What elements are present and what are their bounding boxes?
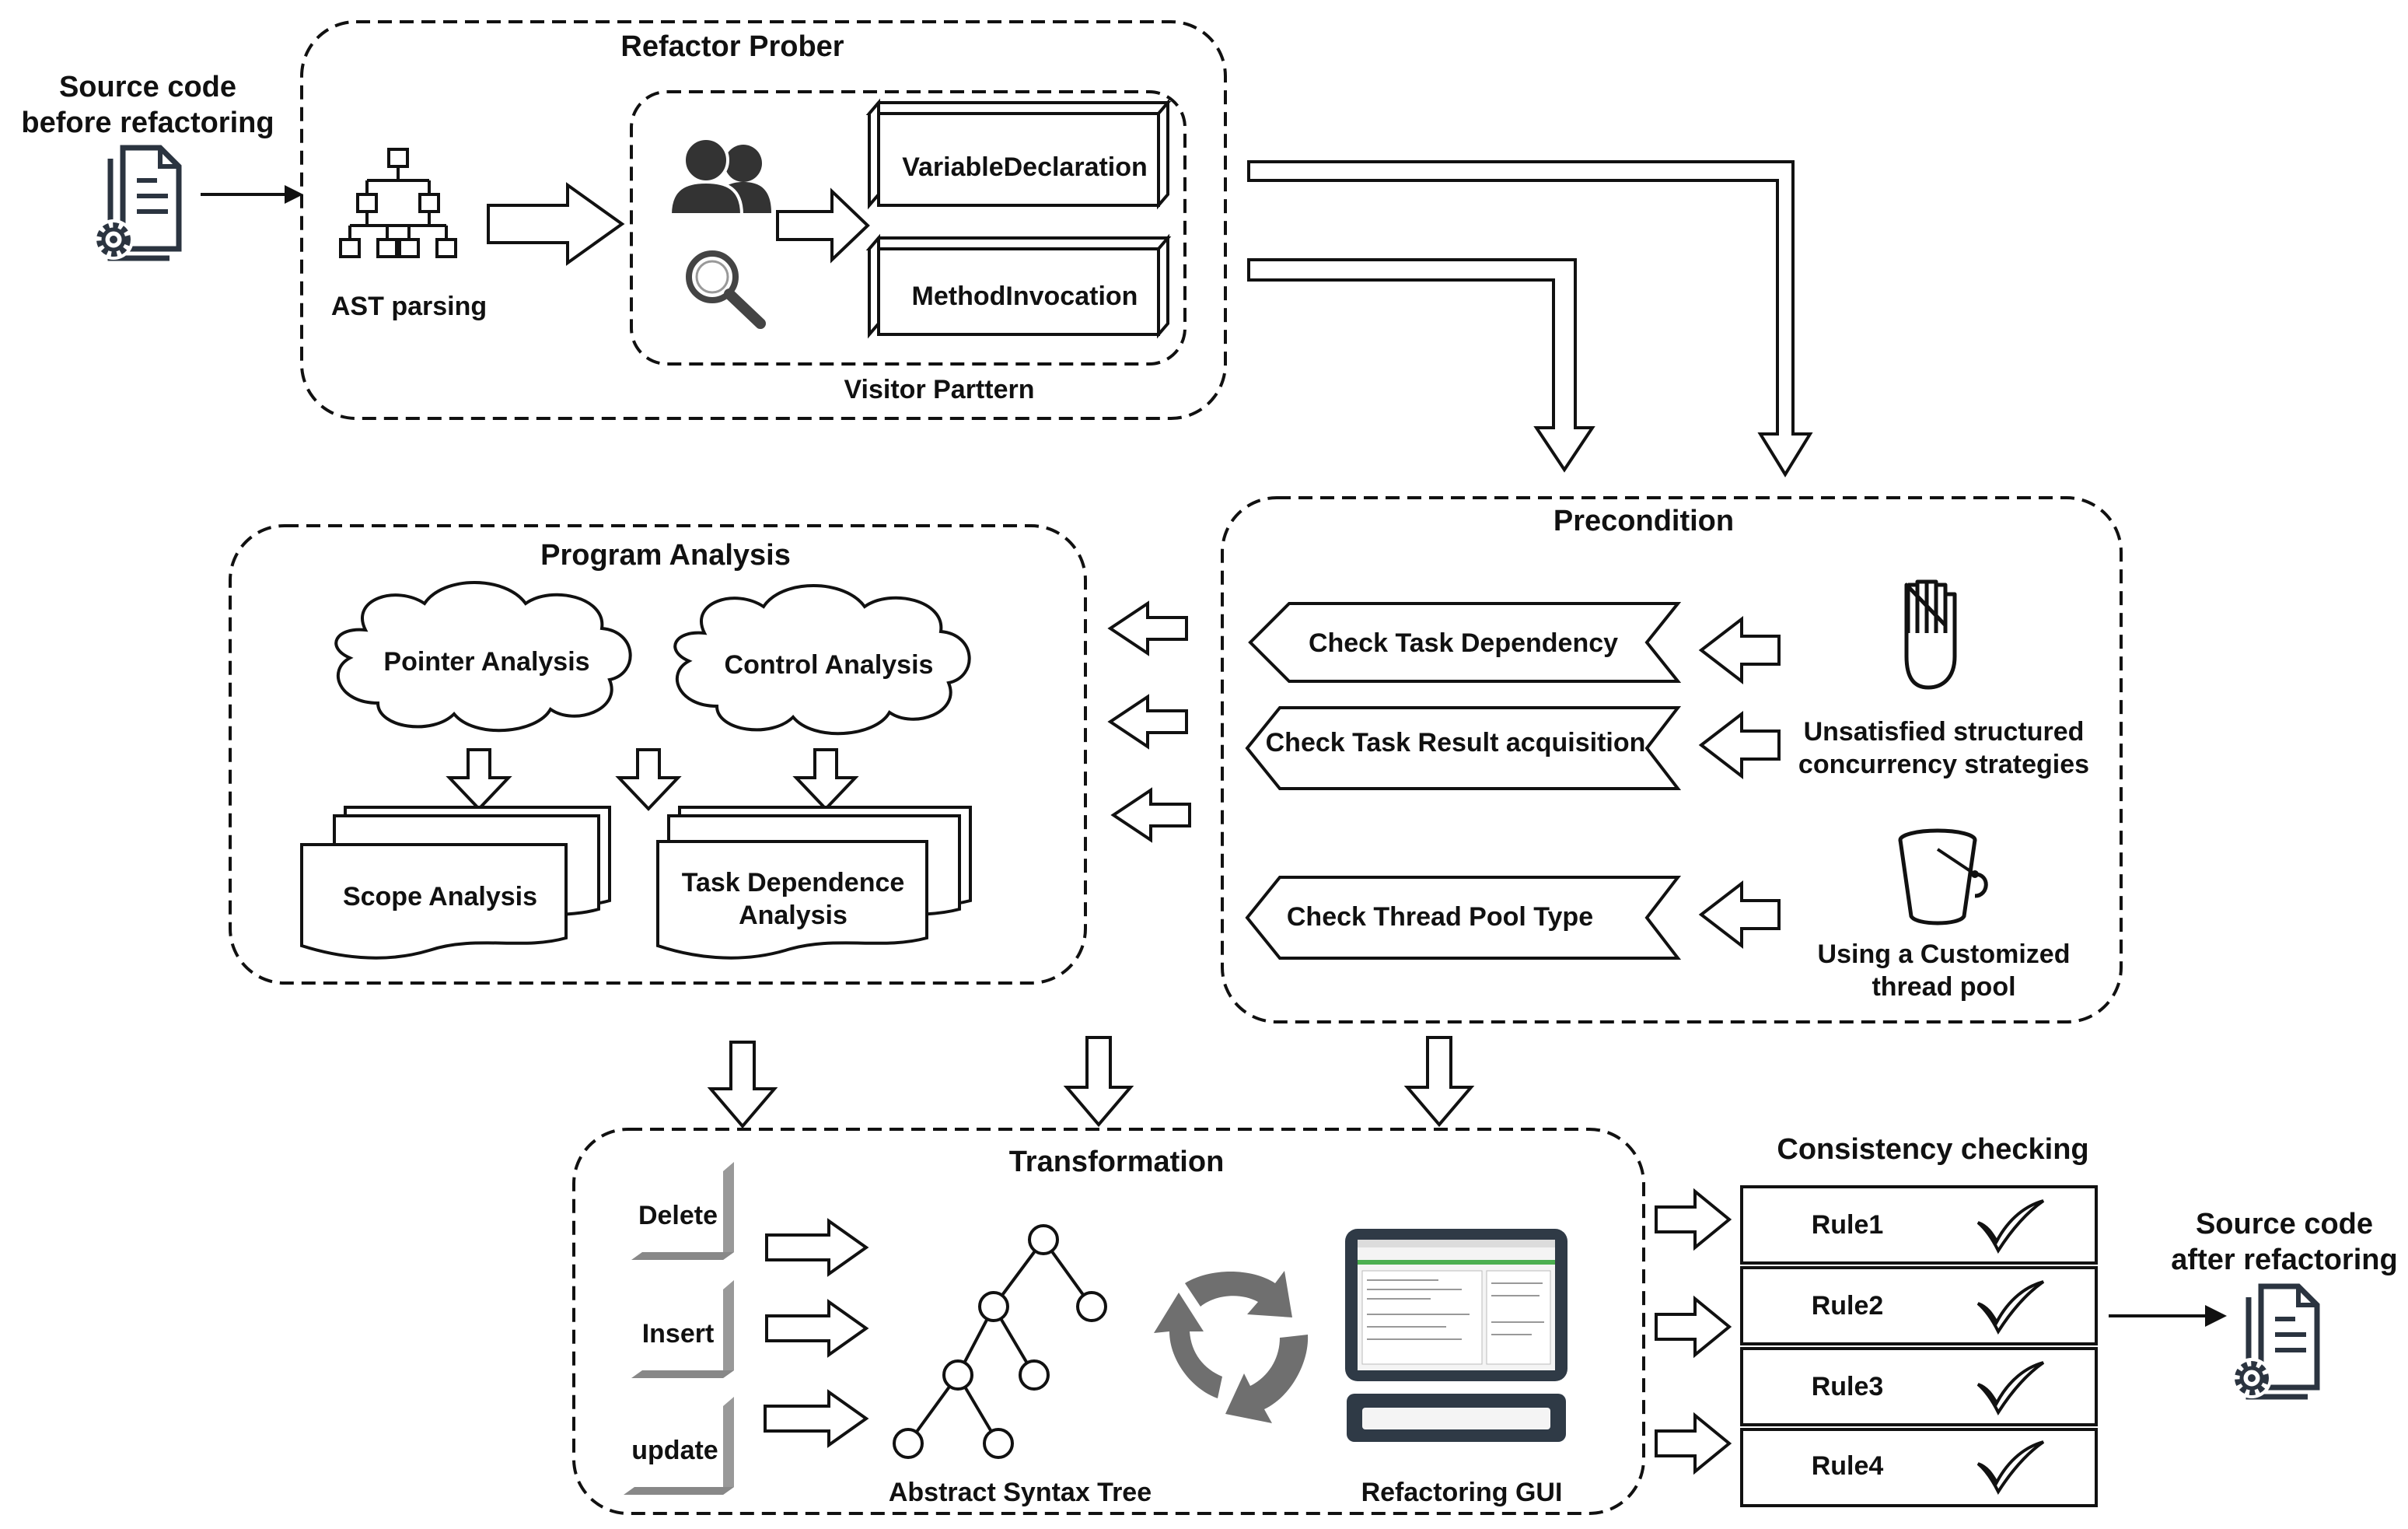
- bent-hollow-arrow: [1247, 258, 1595, 473]
- rule-label: Rule4: [1812, 1451, 1884, 1481]
- program-analysis-section: Program Analysis Pointer Analysis Contro…: [229, 524, 1087, 985]
- rule-label: Rule3: [1812, 1372, 1884, 1401]
- hollow-arrow-left: [1698, 615, 1781, 685]
- transformation-box: [572, 1128, 1645, 1515]
- hollow-arrow-down: [1063, 1036, 1134, 1128]
- op-block-delete: Delete: [631, 1162, 734, 1260]
- node-box-method-invocation: MethodInvocation: [865, 233, 1172, 339]
- hollow-arrow-down: [446, 748, 512, 811]
- ast-tree-label: Abstract Syntax Tree: [889, 1478, 1152, 1507]
- hollow-arrow-down: [792, 748, 859, 811]
- strategy-label-line1: Unsatisfied structured: [1804, 717, 2085, 747]
- hollow-arrow-down: [615, 748, 682, 811]
- hollow-arrow-down: [1403, 1036, 1475, 1128]
- op-label: Delete: [638, 1201, 718, 1230]
- task-dependence-line2: Analysis: [739, 901, 848, 930]
- hollow-arrow-left: [1698, 880, 1781, 950]
- ast-parsing-label: AST parsing: [331, 292, 487, 321]
- precondition-title: Precondition: [1553, 505, 1734, 537]
- transformation-section: Transformation Delete Insert update: [572, 1128, 1645, 1515]
- recycle-arrows-icon: [1154, 1271, 1309, 1423]
- refactor-prober-title: Refactor Prober: [620, 30, 844, 63]
- check-banner: Check Task Result acquisition: [1245, 706, 1682, 790]
- hollow-arrow: [1655, 1188, 1732, 1251]
- check-label: Check Task Dependency: [1309, 628, 1618, 658]
- check-label: Check Task Result acquisition: [1266, 728, 1646, 758]
- rule-label: Rule1: [1812, 1210, 1884, 1240]
- rule-label: Rule2: [1812, 1291, 1884, 1321]
- node-type-label: MethodInvocation: [912, 282, 1138, 311]
- big-hollow-arrow: [487, 182, 625, 266]
- transformation-title: Transformation: [1009, 1146, 1225, 1178]
- cloud-shape: Pointer Analysis: [334, 581, 632, 733]
- hollow-arrow: [776, 187, 870, 264]
- source-after: Source code after refactoring: [2171, 1208, 2398, 1398]
- strategy-label-line1: Using a Customized: [1818, 939, 2071, 969]
- rule-row: Rule2: [1740, 1266, 2098, 1345]
- op-block-update: update: [624, 1397, 734, 1495]
- precondition-section: Precondition Check Task Dependency Check…: [1221, 496, 2123, 1023]
- hollow-arrow: [765, 1218, 869, 1277]
- refactor-prober-box: [300, 20, 1227, 420]
- node-box-variable-declaration: VariableDeclaration: [865, 98, 1172, 210]
- hollow-arrow-left: [1110, 787, 1191, 843]
- cloud-shape: Control Analysis: [673, 584, 971, 736]
- hollow-arrow: [1655, 1412, 1732, 1475]
- hollow-arrow: [1655, 1295, 1732, 1359]
- bent-hollow-arrow: [1247, 160, 1813, 478]
- check-label: Check Thread Pool Type: [1287, 902, 1593, 932]
- arrow-head: [2205, 1305, 2227, 1327]
- source-before-line1: Source code: [59, 71, 236, 103]
- cloud-label: Control Analysis: [725, 650, 934, 680]
- computer-gui-icon: [1345, 1229, 1567, 1442]
- op-block-insert: Insert: [631, 1280, 734, 1378]
- program-analysis-box: [229, 524, 1087, 985]
- gui-label: Refactoring GUI: [1361, 1478, 1563, 1507]
- rule-row: Rule4: [1740, 1428, 2098, 1507]
- multi-document-shape: Scope Analysis: [300, 806, 611, 960]
- strategy-label-line2: thread pool: [1872, 972, 2015, 1002]
- op-label: update: [631, 1436, 718, 1465]
- hollow-arrow: [764, 1389, 869, 1448]
- multi-document-shape: Task Dependence Analysis: [656, 806, 972, 960]
- precondition-box: [1221, 496, 2123, 1023]
- hollow-arrow: [765, 1299, 869, 1358]
- tree-icon: [893, 1224, 1107, 1459]
- consistency-section: Consistency checking Rule1 Rule2 Rule3 R…: [1655, 1133, 2098, 1507]
- hand-stop-icon: [1904, 579, 1957, 690]
- visitor-pattern-label: Visitor Parttern: [844, 375, 1034, 404]
- magnifier-icon: [686, 250, 766, 329]
- consistency-title: Consistency checking: [1777, 1133, 2088, 1166]
- users-icon: [668, 137, 771, 216]
- rule-row: Rule3: [1740, 1347, 2098, 1426]
- strategy-label-line2: concurrency strategies: [1798, 750, 2089, 779]
- hollow-arrow-left: [1107, 600, 1188, 656]
- check-banner: Check Thread Pool Type: [1245, 876, 1682, 960]
- refactor-prober-section: Refactor Prober AST parsing Visit: [300, 20, 1227, 420]
- check-banner: Check Task Dependency: [1248, 602, 1682, 683]
- hollow-arrow-left: [1107, 694, 1188, 750]
- source-before: Source code before refactoring: [21, 71, 274, 260]
- hierarchy-icon: [339, 148, 457, 258]
- bucket-icon: [1898, 828, 1988, 925]
- source-after-line2: after refactoring: [2171, 1244, 2397, 1276]
- op-label: Insert: [642, 1319, 715, 1349]
- source-before-line2: before refactoring: [21, 107, 274, 139]
- cloud-label: Pointer Analysis: [383, 647, 589, 677]
- task-dependence-line1: Task Dependence: [682, 868, 905, 897]
- arrow-head: [285, 185, 303, 204]
- document-gear-icon: [93, 148, 179, 260]
- hollow-arrow-down: [707, 1041, 778, 1129]
- source-after-line1: Source code: [2196, 1208, 2373, 1240]
- visitor-pattern-box: [630, 90, 1187, 366]
- scope-analysis-label: Scope Analysis: [343, 882, 537, 911]
- hollow-arrow-left: [1698, 710, 1781, 780]
- program-analysis-title: Program Analysis: [540, 539, 791, 572]
- document-gear-icon: [2232, 1286, 2317, 1398]
- node-type-label: VariableDeclaration: [902, 152, 1148, 182]
- rule-row: Rule1: [1740, 1185, 2098, 1265]
